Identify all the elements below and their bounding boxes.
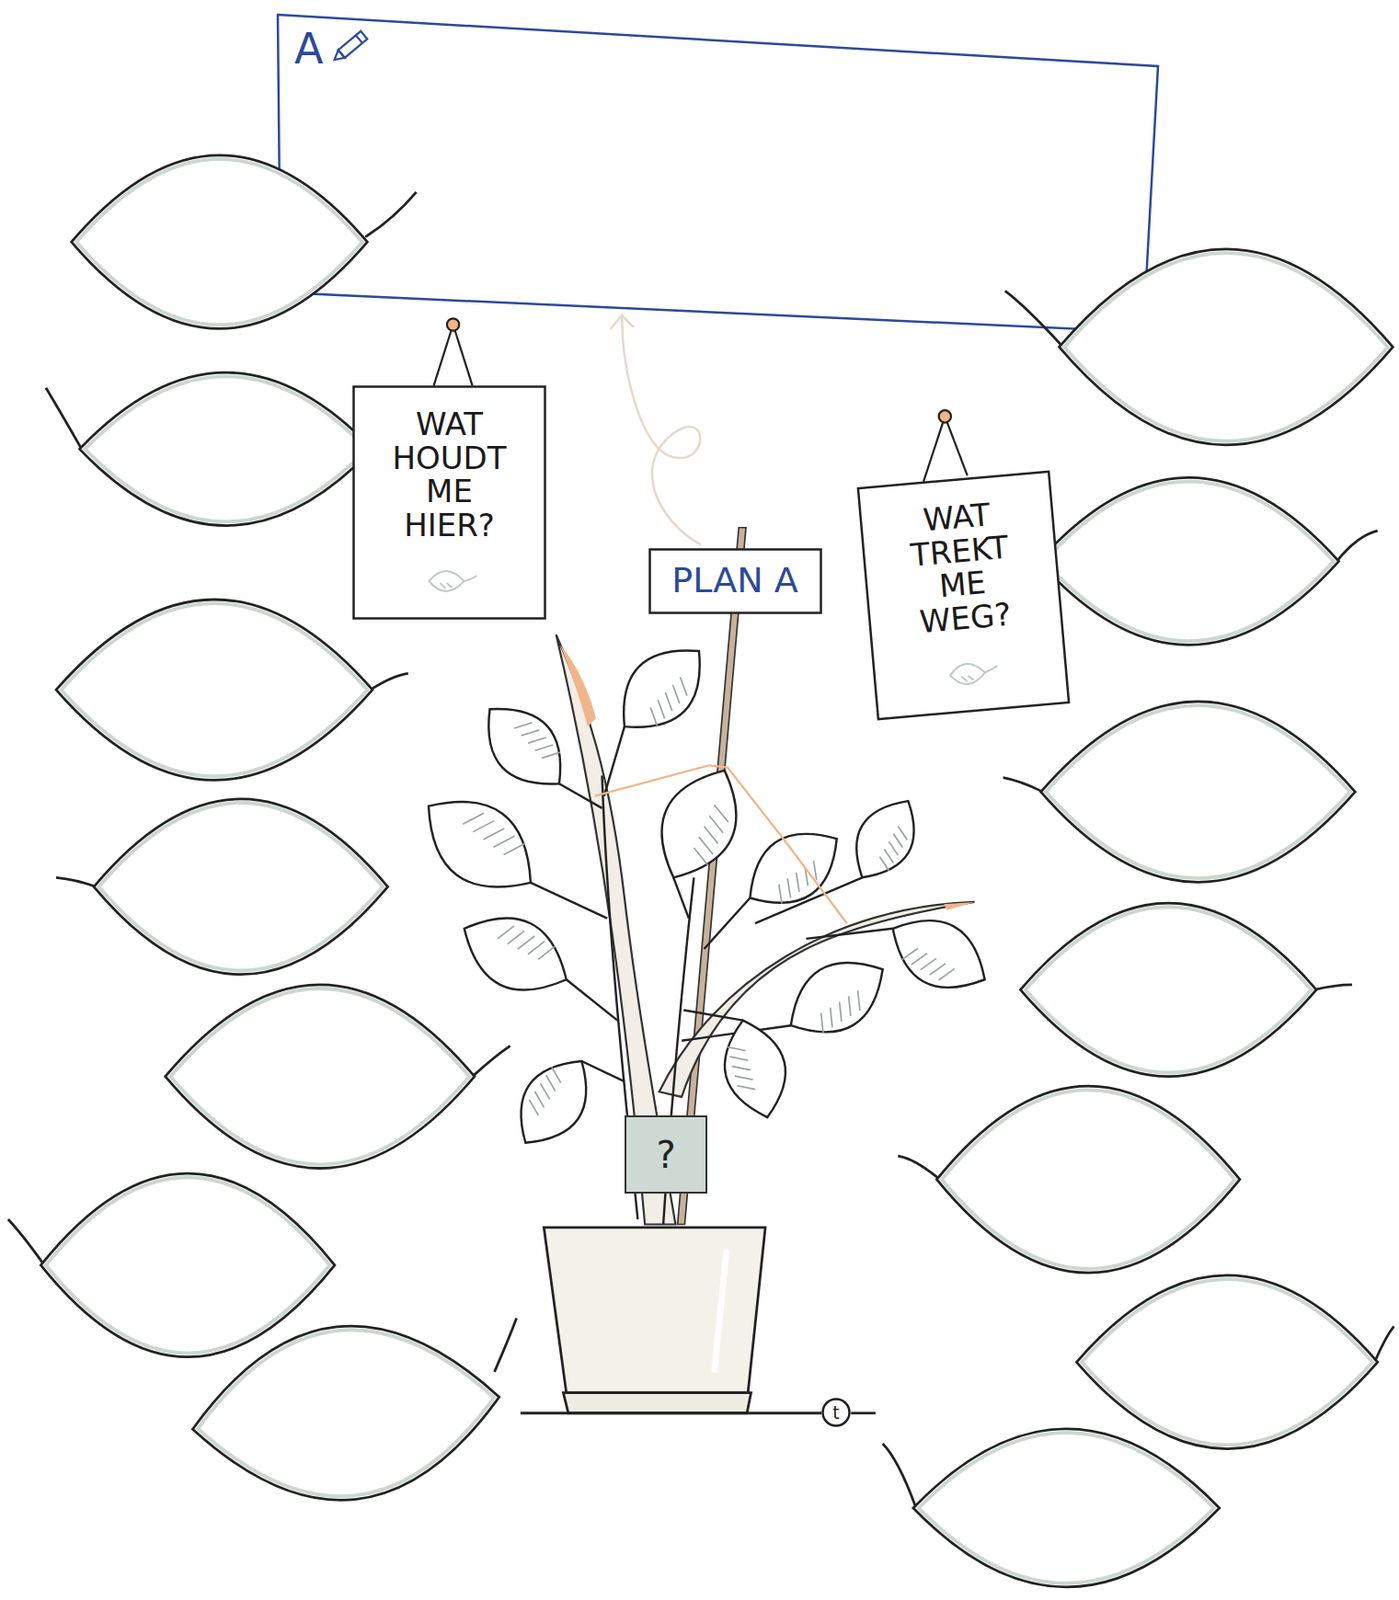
empty-leaves <box>8 372 1395 1588</box>
plant-leaf <box>773 941 899 1054</box>
node-text: PLAN A <box>662 561 807 601</box>
plant-leaf <box>501 1044 607 1160</box>
node-text: WAT TREKT ME WEG? <box>886 494 1036 642</box>
plant-leaf <box>467 688 582 805</box>
empty-leaf <box>1076 1275 1394 1450</box>
node-text: WAT HOUDT ME HIER? <box>380 407 519 543</box>
node-text: t <box>832 1404 839 1422</box>
leaf-icon <box>429 571 478 592</box>
loop-arrow <box>610 315 700 545</box>
empty-leaf <box>897 1086 1240 1273</box>
empty-leaf <box>1038 477 1377 645</box>
plant-leaf <box>641 755 757 894</box>
plant-stem <box>703 898 750 950</box>
plant-stem <box>566 979 618 1021</box>
blade-tip <box>560 644 597 727</box>
pot-highlight <box>714 1249 727 1373</box>
blade-tip <box>943 902 975 911</box>
pot-saucer <box>562 1393 751 1414</box>
empty-leaf <box>165 985 511 1170</box>
ground-line <box>850 1411 876 1415</box>
empty-leaf <box>8 1173 335 1358</box>
leaf-icon <box>949 661 999 686</box>
empty-leaf <box>1005 249 1394 446</box>
empty-leaf <box>183 1308 535 1516</box>
empty-leaf <box>882 1429 1220 1588</box>
plant-leaf <box>732 813 855 925</box>
hanging-sign: WAT TREKT ME WEG? <box>856 470 1070 721</box>
plant-leaf <box>448 898 582 1011</box>
empty-leaf <box>56 799 389 975</box>
pot-tag: ? <box>624 1115 708 1194</box>
plant-label-sign: PLAN A <box>648 548 823 615</box>
pencil-icon <box>331 31 367 64</box>
hanging-sign: WAT HOUDT ME HIER? <box>352 385 547 620</box>
plant-leaf <box>713 1013 797 1125</box>
plant-leaf <box>601 629 722 750</box>
node-text: ? <box>655 1135 676 1176</box>
time-marker: t <box>821 1398 851 1428</box>
plant-stem <box>581 1061 625 1082</box>
plant-stem <box>805 928 893 940</box>
empty-leaf <box>56 599 409 780</box>
plant-leaf <box>405 775 554 914</box>
plant-stem <box>673 877 689 918</box>
plant-stem <box>530 882 608 919</box>
plant-stem <box>604 726 625 796</box>
node-outline <box>275 12 1161 335</box>
plant-leaf <box>877 901 1000 1008</box>
plant-pot <box>543 1227 766 1394</box>
empty-leaf <box>1020 903 1353 1078</box>
empty-leaf <box>45 372 373 526</box>
plant-stem <box>683 1010 743 1021</box>
ground-line <box>520 1411 822 1415</box>
goal-box: A <box>275 12 1161 335</box>
node-text: A <box>294 25 323 73</box>
tie-string <box>595 765 848 924</box>
empty-leaf <box>71 155 417 330</box>
empty-leaf <box>1003 701 1356 883</box>
plant-leaf <box>838 787 931 892</box>
